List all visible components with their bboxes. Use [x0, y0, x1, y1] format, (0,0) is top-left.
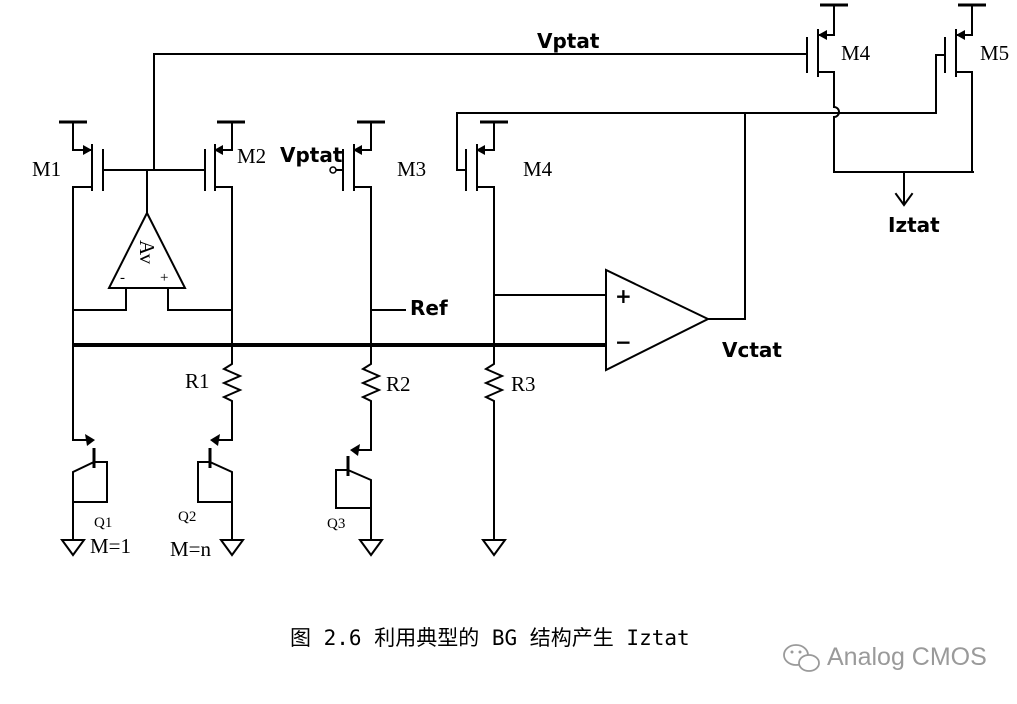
label-vctat: Vctat [722, 338, 782, 362]
iztat-output [894, 171, 914, 207]
label-q2: Q2 [178, 509, 196, 525]
label-vptat-top: Vptat [537, 29, 600, 53]
m1-transistor [59, 120, 206, 191]
r2-resistor [360, 359, 382, 411]
label-q1-ratio: M=1 [90, 534, 131, 558]
label-r2: R2 [386, 372, 411, 396]
label-opamp-av: Av [135, 240, 159, 265]
label-opamp-av-plus: + [160, 270, 168, 286]
wechat-icon [783, 644, 820, 672]
label-q3: Q3 [327, 516, 345, 532]
figure-caption: 图 2.6 利用典型的 BG 结构产生 Iztat [290, 626, 690, 650]
m2-transistor [204, 120, 245, 191]
m5-transistor [935, 3, 986, 173]
q1-bjt [60, 434, 108, 557]
label-m4-top: M4 [841, 41, 871, 65]
label-r3: R3 [511, 372, 536, 396]
label-m2: M2 [237, 144, 266, 168]
label-iztat: Iztat [888, 213, 940, 237]
label-r1: R1 [185, 369, 210, 393]
label-q2-ratio: M=n [170, 537, 212, 561]
label-vptat-m3: Vptat [280, 143, 343, 167]
label-q1: Q1 [94, 515, 112, 531]
r3-resistor [481, 359, 507, 557]
label-opamp-av-minus: - [120, 270, 125, 286]
label-m3: M3 [397, 157, 426, 181]
opamp-av [72, 169, 233, 311]
m4-top-transistor [806, 3, 974, 173]
label-comp-minus: − [615, 330, 632, 354]
label-ref: Ref [410, 296, 448, 320]
q2-bjt [197, 409, 245, 557]
label-m4-left: M4 [523, 157, 553, 181]
m3-transistor [329, 120, 406, 361]
label-m5: M5 [980, 41, 1009, 65]
r1-resistor [221, 359, 243, 411]
vctat-feedback-net [456, 112, 937, 320]
comparator-opamp [605, 268, 711, 372]
m4-left-transistor [456, 120, 607, 361]
vptat-net [153, 53, 807, 171]
label-m1: M1 [32, 157, 61, 181]
label-comp-plus: + [615, 284, 632, 308]
watermark-text: Analog CMOS [827, 643, 987, 671]
q3-bjt [335, 409, 384, 557]
